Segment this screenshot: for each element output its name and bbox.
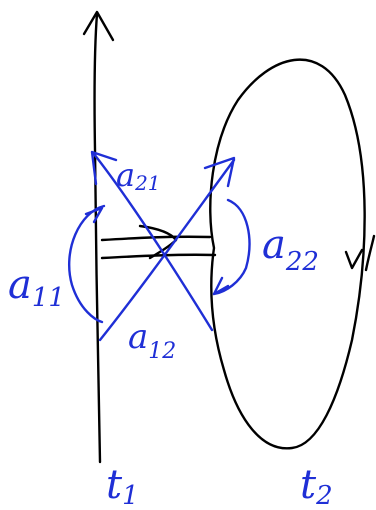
a12-arrowhead [203,156,236,188]
label-a11: a11 [8,262,65,313]
connection-cross-mark [138,224,178,260]
a21-arrowhead [90,150,118,186]
a22-loop-arrow [212,276,230,296]
label-t2: t2 [300,462,333,510]
connection-line-top [100,235,212,242]
a11-loop-arrow [84,206,104,224]
a12-arrow-line [98,158,236,342]
label-a21: a21 [116,156,161,195]
connection-line-bottom [100,253,217,260]
t2-loop [209,58,366,450]
t1-axis-arrowhead [82,10,115,42]
a22-loop [212,198,251,296]
t2-loop-arrow [344,248,364,270]
label-a22: a22 [262,222,319,277]
label-a12: a12 [128,317,176,364]
t2-loop-tail [364,234,376,272]
a11-loop [67,204,106,324]
t1-axis-line [93,12,102,464]
a21-arrow-line [92,152,214,332]
label-t1: t1 [106,462,139,510]
